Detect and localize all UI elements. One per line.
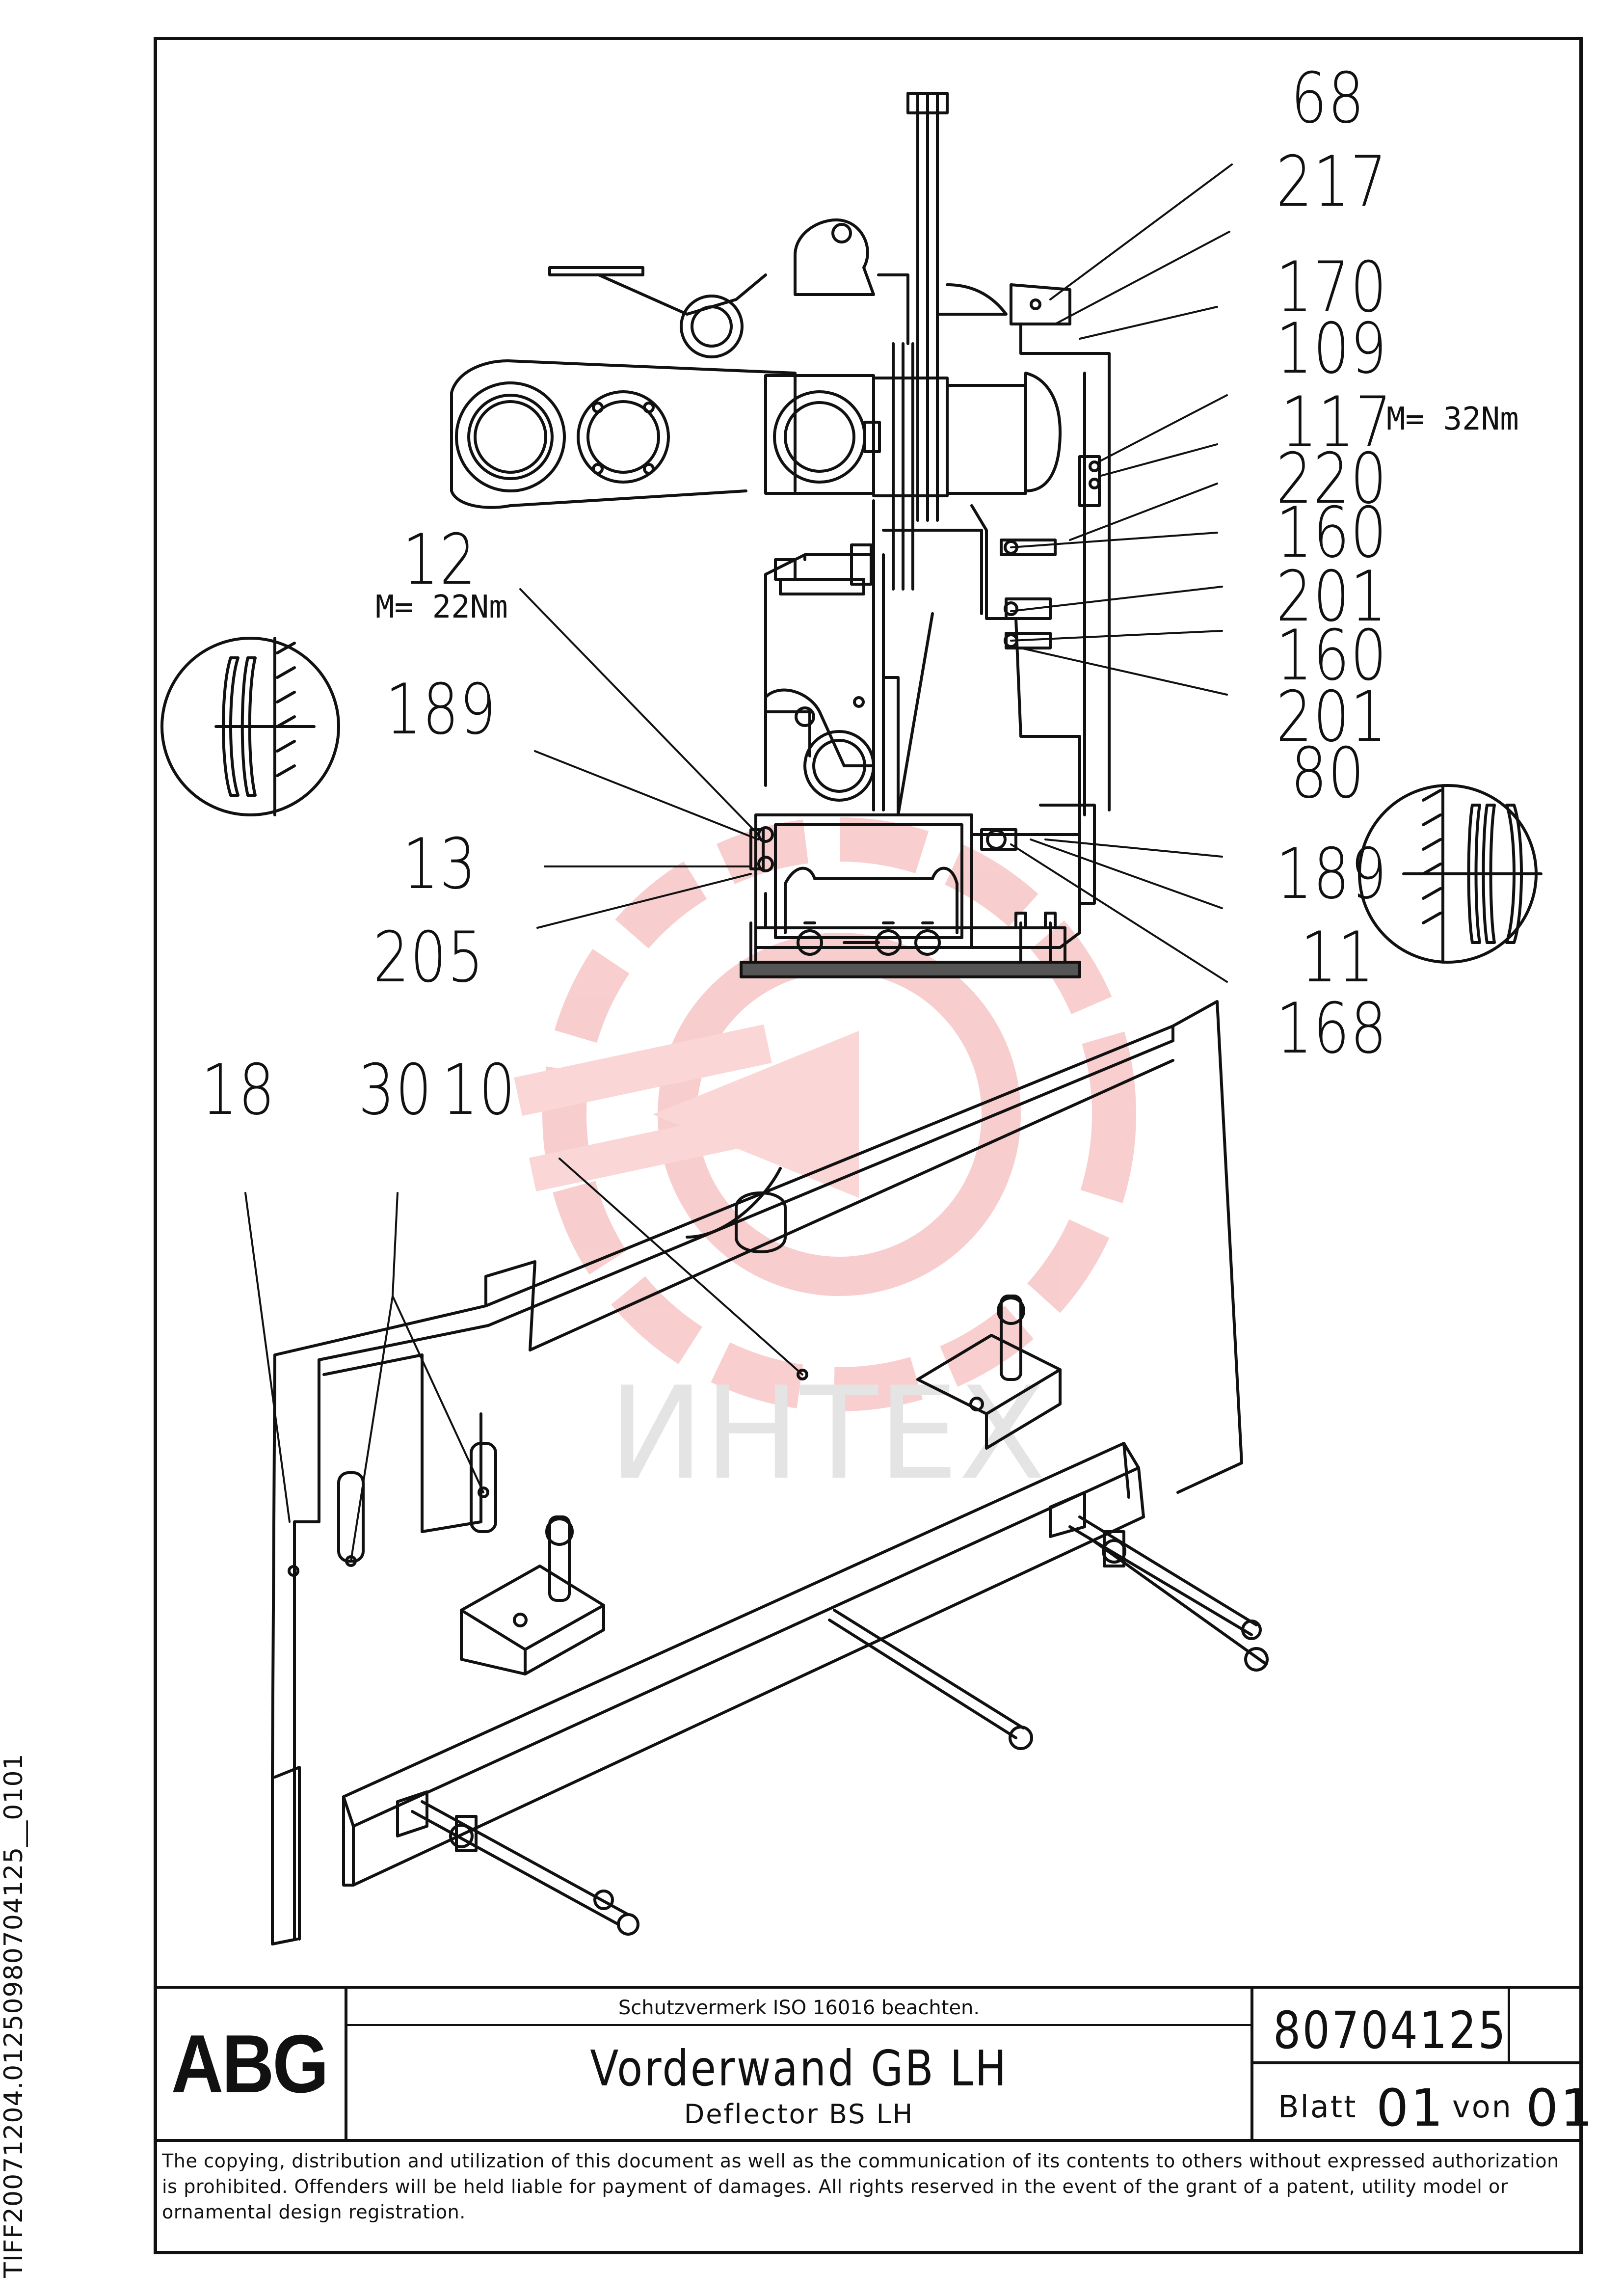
central-bracket: [764, 499, 1081, 890]
callout-18: 18: [201, 1050, 276, 1131]
title-block: ABG Schutzvermerk ISO 16016 beachten. Vo…: [154, 1986, 1593, 2139]
protection-notice: Schutzvermerk ISO 16016 beachten.: [347, 1986, 1251, 2026]
drawing-title-area: Vorderwand GB LH Deflector BS LH: [347, 2026, 1251, 2139]
torque-12: M= 22Nm: [375, 589, 508, 625]
drawing-title: Vorderwand GB LH: [590, 2040, 1008, 2097]
lower-housing: [740, 804, 1096, 978]
callout-13: 13: [402, 824, 477, 905]
callout-189-left: 189: [385, 669, 497, 750]
side-file-id: TIFF20071204.01250980704125__0101: [0, 1753, 28, 2278]
leader-lines: [244, 163, 1233, 1562]
drawing-frame: [154, 37, 1583, 2254]
deflector-plate: [271, 1000, 1243, 1945]
logo-text: ABG: [171, 2017, 329, 2110]
watermark-logo: [514, 817, 1136, 1411]
callout-12: 12: [402, 519, 477, 600]
revision-cell: [1508, 1986, 1583, 2064]
detail-view-left: [160, 637, 340, 816]
callout-168: 168: [1276, 988, 1388, 1069]
callout-170: 170: [1276, 247, 1388, 328]
callout-160-a: 160: [1276, 492, 1388, 573]
drawing-number: 80704125: [1273, 2000, 1508, 2060]
detail-view-right: [1358, 784, 1543, 964]
sheet-value: 01: [1376, 2078, 1445, 2138]
support-beam: [342, 1442, 1269, 1936]
callout-201-a: 201: [1276, 556, 1388, 637]
copyright-notice: The copying, distribution and utilizatio…: [162, 2150, 1559, 2223]
of-label: von: [1452, 2089, 1513, 2125]
upper-assembly: [450, 92, 1111, 816]
sheet-label: Blatt: [1278, 2089, 1357, 2125]
sheet-info: Blatt 01 von 01: [1251, 2064, 1593, 2139]
callout-80: 80: [1291, 733, 1365, 814]
watermark-text: ИНТЕХ: [609, 1360, 1046, 1508]
title-block-divider: [154, 2139, 1583, 2142]
callout-109: 109: [1276, 308, 1388, 389]
of-value: 01: [1526, 2078, 1595, 2138]
callout-189-right: 189: [1276, 834, 1388, 915]
callout-205: 205: [373, 917, 485, 998]
callout-160-b: 160: [1276, 615, 1388, 696]
callout-217: 217: [1276, 141, 1388, 222]
callout-11: 11: [1301, 917, 1375, 998]
callout-68: 68: [1291, 58, 1365, 139]
callout-30: 30: [358, 1050, 433, 1131]
callout-220: 220: [1276, 438, 1388, 519]
callout-201-b: 201: [1276, 676, 1388, 757]
callout-117: 117: [1281, 382, 1393, 463]
mounting-brackets: [460, 1295, 1062, 1675]
drawing-number-cell: 80704125: [1251, 1986, 1508, 2064]
company-logo: ABG: [154, 1986, 347, 2139]
torque-117: M= 32Nm: [1386, 401, 1519, 437]
drawing-subtitle: Deflector BS LH: [684, 2099, 914, 2130]
callout-10: 10: [442, 1050, 516, 1131]
